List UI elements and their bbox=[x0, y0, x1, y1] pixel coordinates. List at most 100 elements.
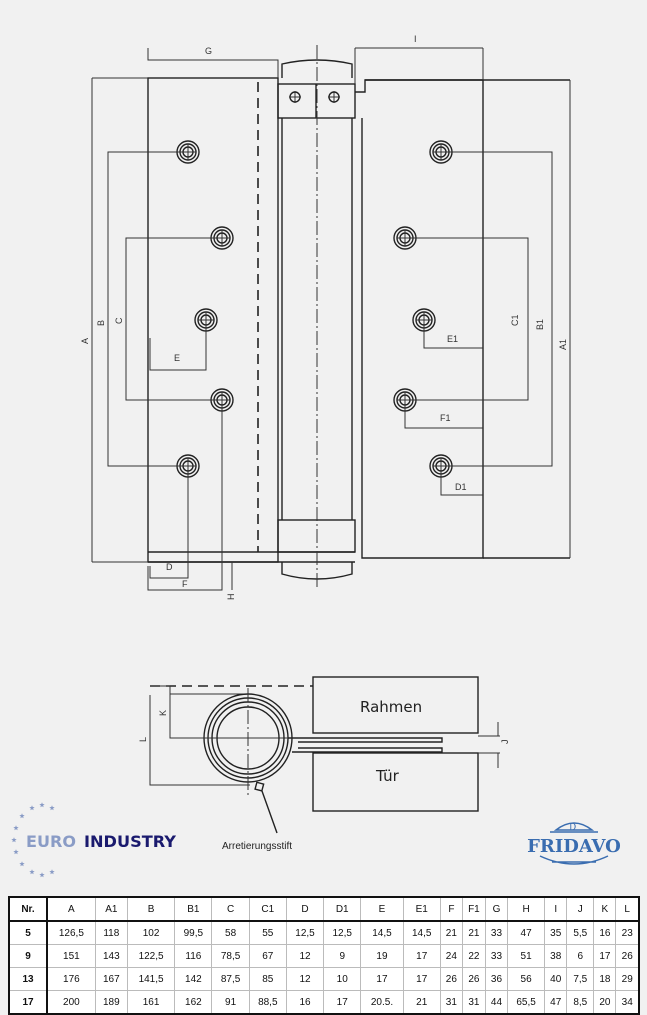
table-cell: 9 bbox=[8, 944, 48, 968]
column-header: B bbox=[126, 896, 176, 922]
column-header: G bbox=[484, 896, 508, 922]
table-cell: 12,5 bbox=[323, 920, 362, 945]
table-cell: 26 bbox=[615, 944, 640, 968]
table-cell: 102 bbox=[126, 920, 176, 945]
table-cell: 20.5. bbox=[360, 990, 404, 1015]
column-header: F1 bbox=[461, 896, 486, 922]
column-header: Nr. bbox=[8, 896, 48, 922]
column-header: L bbox=[615, 896, 640, 922]
table-cell: 161 bbox=[126, 990, 176, 1015]
screw-holes bbox=[176, 140, 453, 478]
table-cell: 13 bbox=[8, 967, 48, 991]
table-cell: 167 bbox=[94, 967, 128, 991]
table-cell: 118 bbox=[94, 920, 128, 945]
dim-label-f1: F1 bbox=[440, 413, 451, 423]
column-header: E1 bbox=[402, 896, 441, 922]
column-header: D bbox=[285, 896, 325, 922]
table-cell: 23 bbox=[615, 920, 640, 945]
table-cell: 31 bbox=[439, 990, 463, 1015]
table-cell: 88,5 bbox=[248, 990, 287, 1015]
table-cell: 6 bbox=[566, 944, 595, 968]
table-cell: 18 bbox=[593, 967, 617, 991]
table-cell: 17 bbox=[593, 944, 617, 968]
star-icon bbox=[19, 861, 25, 867]
table-cell: 67 bbox=[248, 944, 287, 968]
table-cell: 29 bbox=[615, 967, 640, 991]
star-icon bbox=[39, 802, 45, 808]
column-header: A1 bbox=[94, 896, 128, 922]
fridavo-emblem: D bbox=[569, 823, 576, 833]
table-cell: 8,5 bbox=[566, 990, 595, 1015]
table-cell: 12,5 bbox=[285, 920, 325, 945]
table-cell: 7,5 bbox=[566, 967, 595, 991]
table-cell: 87,5 bbox=[211, 967, 250, 991]
screw-icon bbox=[289, 91, 301, 103]
column-header: C1 bbox=[248, 896, 287, 922]
table-cell: 40 bbox=[544, 967, 568, 991]
dim-label-d: D bbox=[166, 562, 173, 572]
dim-label-e: E bbox=[174, 353, 180, 363]
dim-label-d1: D1 bbox=[455, 482, 467, 492]
table-cell: 122,5 bbox=[126, 944, 176, 968]
star-icon bbox=[13, 849, 19, 855]
table-cell: 142 bbox=[174, 967, 213, 991]
table-cell: 65,5 bbox=[506, 990, 546, 1015]
table-cell: 14,5 bbox=[402, 920, 441, 945]
door-label: Tür bbox=[375, 767, 400, 785]
column-header: F bbox=[439, 896, 463, 922]
left-hinge-leaf bbox=[147, 77, 355, 563]
dim-label-k: K bbox=[158, 710, 168, 716]
table-cell: 5,5 bbox=[566, 920, 595, 945]
table-cell: 31 bbox=[461, 990, 486, 1015]
star-icon bbox=[13, 825, 19, 831]
dim-label-c1: C1 bbox=[510, 314, 520, 326]
fridavo-logo: D FRIDAVO bbox=[527, 822, 621, 865]
column-header: B1 bbox=[174, 896, 213, 922]
euro-logo-part2: INDUSTRY bbox=[84, 832, 176, 851]
table-cell: 24 bbox=[439, 944, 463, 968]
table-cell: 126,5 bbox=[46, 920, 96, 945]
table-cell: 9 bbox=[323, 944, 362, 968]
table-cell: 189 bbox=[94, 990, 128, 1015]
star-icon bbox=[29, 805, 35, 811]
star-icon bbox=[11, 837, 17, 843]
table-cell: 56 bbox=[506, 967, 546, 991]
table-cell: 34 bbox=[615, 990, 640, 1015]
table-cell: 12 bbox=[285, 967, 325, 991]
table-cell: 17 bbox=[360, 967, 404, 991]
table-cell: 36 bbox=[484, 967, 508, 991]
hinge-barrel bbox=[277, 45, 356, 590]
star-icon bbox=[29, 869, 35, 875]
star-icon bbox=[49, 805, 55, 811]
column-header: A bbox=[46, 896, 96, 922]
table-cell: 21 bbox=[461, 920, 486, 945]
table-cell: 20 bbox=[593, 990, 617, 1015]
column-header: E bbox=[360, 896, 404, 922]
dim-label-i: I bbox=[414, 34, 417, 44]
dim-label-f: F bbox=[182, 579, 188, 589]
table-cell: 17 bbox=[323, 990, 362, 1015]
table-cell: 14,5 bbox=[360, 920, 404, 945]
table-cell: 33 bbox=[484, 920, 508, 945]
screw-icon bbox=[328, 91, 340, 103]
dim-label-l: L bbox=[138, 737, 148, 742]
table-cell: 200 bbox=[46, 990, 96, 1015]
table-cell: 16 bbox=[285, 990, 325, 1015]
table-cell: 5 bbox=[8, 920, 48, 945]
table-cell: 99,5 bbox=[174, 920, 213, 945]
table-cell: 17 bbox=[8, 990, 48, 1015]
column-header: J bbox=[566, 896, 595, 922]
left-dimensions bbox=[91, 47, 483, 591]
pin-label: Arretierungsstift bbox=[222, 841, 292, 852]
table-cell: 35 bbox=[544, 920, 568, 945]
star-icon bbox=[19, 813, 25, 819]
table-cell: 19 bbox=[360, 944, 404, 968]
dim-label-a1: A1 bbox=[558, 339, 568, 350]
table-cell: 143 bbox=[94, 944, 128, 968]
table-cell: 162 bbox=[174, 990, 213, 1015]
dim-label-e1: E1 bbox=[447, 334, 458, 344]
table-cell: 151 bbox=[46, 944, 96, 968]
